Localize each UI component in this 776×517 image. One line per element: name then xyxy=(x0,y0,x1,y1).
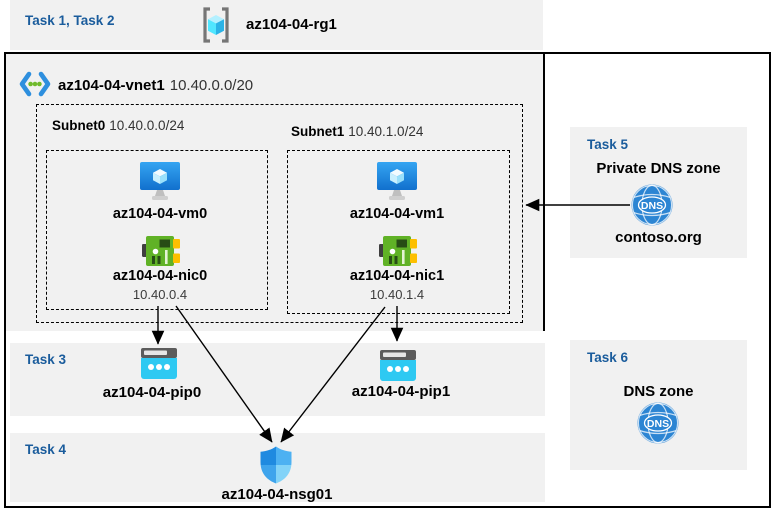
vm1-label: az104-04-vm1 xyxy=(349,206,445,222)
nsg-shield-icon xyxy=(260,446,292,484)
task6-label: Task 6 xyxy=(587,350,629,365)
subnet0-name: Subnet0 xyxy=(52,118,106,133)
task12-label: Task 1, Task 2 xyxy=(25,13,115,28)
nic1-label: az104-04-nic1 xyxy=(349,268,445,284)
vnet-region xyxy=(6,54,545,331)
resource-group-band xyxy=(10,0,543,50)
virtual-network-icon xyxy=(19,71,51,97)
nic1-icon xyxy=(379,236,417,266)
subnet1-cidr: 10.40.1.0/24 xyxy=(348,124,424,139)
task5-label: Task 5 xyxy=(587,137,629,152)
task3-band xyxy=(10,343,545,416)
subnet0-box xyxy=(46,150,268,310)
subnet1-box xyxy=(287,150,510,314)
pip1-label: az104-04-pip1 xyxy=(351,383,451,400)
nic0-label: az104-04-nic0 xyxy=(112,268,208,284)
pip0-label: az104-04-pip0 xyxy=(102,384,202,401)
dns-icon-text: DNS xyxy=(641,200,663,212)
resource-group-name: az104-04-rg1 xyxy=(246,16,337,33)
nic0-ip: 10.40.0.4 xyxy=(132,287,188,302)
dns-zone-icon: DNS xyxy=(637,402,679,444)
nic1-ip: 10.40.1.4 xyxy=(369,287,425,302)
private-dns-zone-name: contoso.org xyxy=(615,229,702,246)
pip1-icon xyxy=(380,350,416,381)
vm1-icon xyxy=(377,162,417,200)
vm0-label: az104-04-vm0 xyxy=(112,206,208,222)
nic0-icon xyxy=(142,236,180,266)
private-dns-zone-title: Private DNS zone xyxy=(596,160,721,177)
vm0-icon xyxy=(140,162,180,200)
pip0-icon xyxy=(141,348,177,379)
task3-label: Task 3 xyxy=(25,352,67,367)
vnet-name: az104-04-vnet1 xyxy=(58,77,165,94)
resource-group-icon xyxy=(203,7,229,43)
subnets-group-box xyxy=(36,104,523,323)
nsg-label: az104-04-nsg01 xyxy=(221,486,333,503)
vnet-cidr: 10.40.0.0/20 xyxy=(169,77,254,94)
dns-icon-text: DNS xyxy=(647,418,669,430)
task4-label: Task 4 xyxy=(25,442,67,457)
subnet1-name: Subnet1 xyxy=(291,124,345,139)
subnet0-cidr: 10.40.0.0/24 xyxy=(109,118,185,133)
dns-zone-title: DNS zone xyxy=(623,383,694,400)
private-dns-zone-icon: DNS xyxy=(631,184,673,226)
